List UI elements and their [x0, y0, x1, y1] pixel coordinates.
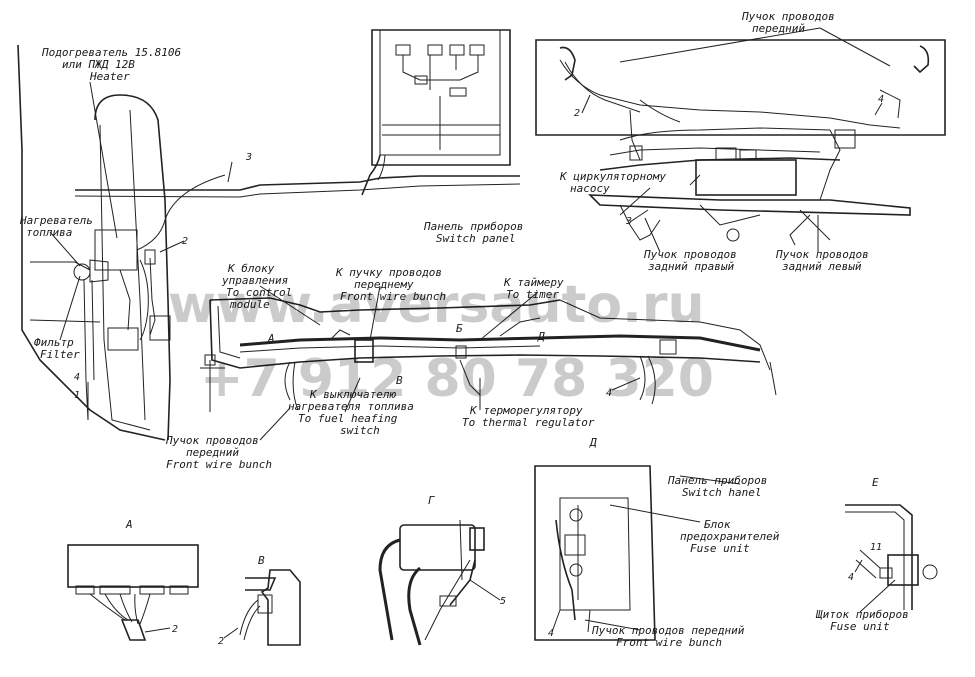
fuel-heater-label-ru-2: топлива [26, 226, 72, 239]
front-bunch-bottom-en: Front wire bunch [166, 458, 272, 471]
chassis-frame-view [535, 39, 946, 246]
view-letter-a-arrow: А [267, 332, 275, 345]
callout-3-right: 3 [625, 216, 632, 227]
callout-2-left: 2 [182, 236, 188, 247]
watermark-url: www.aversauto.ru [168, 275, 705, 335]
switch-panel-label-ru: Панель приборов [423, 220, 523, 233]
switch-panel-view [361, 29, 511, 196]
view-e [845, 504, 938, 610]
view-letter-e: Е [872, 476, 879, 489]
view-letter-d-arrow: Д [537, 330, 545, 343]
fuel-switch-label-ru-2: нагревателя топлива [288, 400, 414, 413]
leader-lines [49, 27, 896, 639]
front-bunch-d-label-ru: Пучок проводов передний [591, 624, 745, 637]
callout-4-mid: 4 [606, 388, 612, 399]
view-letter-v: В [258, 554, 265, 567]
callout-2-view-a: 2 [172, 624, 178, 635]
view-g [378, 519, 485, 646]
front-bunch-top-ru-1: Пучок проводов [741, 10, 835, 23]
callout-5-view-g: 5 [500, 596, 506, 607]
callout-1-left: 1 [74, 390, 80, 401]
harness-run-view [200, 297, 777, 412]
view-v [239, 569, 301, 646]
view-letter-g: Г [428, 494, 435, 507]
front-wire-to-label-en: Front wire bunch [340, 290, 446, 303]
view-a [67, 544, 199, 641]
fuse-unit-label-ru-1: Блок [704, 518, 731, 531]
callout-4-left: 4 [74, 372, 80, 383]
callout-3-top: 3 [245, 152, 252, 163]
view-letters: А А В В Г Д Д Е Б [125, 322, 879, 567]
heater-label-ru-2: или ПЖД 12В [62, 58, 135, 71]
control-module-label-en-2: module [229, 298, 270, 311]
filter-label-ru: Фильтр [34, 336, 74, 349]
switch-panel-label-en: Switch panel [436, 232, 515, 245]
watermark: www.aversauto.ru +7 912 80 78 320 [168, 275, 714, 409]
view-d [534, 465, 656, 641]
cab-side-view [17, 44, 521, 441]
callout-4-view-d: 4 [548, 628, 554, 639]
circ-pump-label-ru-2: насосу [570, 182, 610, 195]
view-letter-d: Д [589, 436, 597, 449]
fuse-unit-label-ru-2: предохранителей [680, 530, 780, 543]
rear-right-label-ru-2: задний правый [648, 260, 734, 273]
thermo-label-en: To thermal regulator [462, 416, 595, 429]
fuel-switch-label-ru-1: К выключателю [309, 388, 396, 401]
fuel-heater-label-ru-1: Нагреватель [19, 214, 93, 227]
view-letter-a: А [125, 518, 133, 531]
switch-hanel-label-en: Switch hanel [682, 486, 761, 499]
fuel-switch-label-en-1: To fuel heafing [298, 412, 398, 425]
rear-left-label-ru-1: Пучок проводов [775, 248, 869, 261]
timer-label-en: To timer [506, 288, 559, 301]
front-bunch-top-ru-2: передний [752, 22, 805, 35]
control-module-label-en-1: To control [226, 286, 292, 299]
rear-right-label-ru-1: Пучок проводов [643, 248, 737, 261]
rear-left-label-ru-2: задний левый [782, 260, 862, 273]
control-module-label-ru-2: управления [221, 274, 288, 287]
front-bunch-bottom-ru-2: передний [186, 446, 239, 459]
front-bunch-bottom-ru-1: Пучок проводов [165, 434, 259, 447]
instrument-label-ru: Щиток приборов [815, 608, 909, 621]
labels: Подогреватель 15.8106 или ПЖД 12В Heater… [19, 10, 909, 649]
heater-label-en: Heater [89, 70, 130, 83]
front-wire-to-label-ru-1: К пучку проводов [335, 266, 442, 279]
thermo-label-ru: К терморегулятору [469, 404, 583, 417]
callout-4-view-e: 4 [848, 572, 854, 583]
view-letter-v-arrow: В [396, 374, 403, 387]
callout-4-right: 4 [878, 94, 884, 105]
fuse-unit-label-en: Fuse unit [690, 542, 750, 555]
heater-label-ru-1: Подогреватель 15.8106 [41, 46, 181, 59]
view-letter-b-arrow: Б [456, 322, 463, 335]
fuel-switch-label-en-2: switch [340, 424, 380, 437]
timer-label-ru: К таймеру [503, 276, 564, 289]
front-wire-to-label-ru-2: переднему [354, 278, 414, 291]
watermark-phone: +7 912 80 78 320 [200, 349, 714, 409]
control-module-label-ru-1: К блоку [227, 262, 275, 275]
filter-label-en: Filter [40, 348, 80, 361]
callout-11-view-e: 11 [870, 542, 882, 553]
front-bunch-d-label-en: Front wire bunch [616, 636, 722, 649]
switch-hanel-label-ru: Панель приборов [667, 474, 767, 487]
circ-pump-label-ru-1: К циркуляторному [559, 170, 666, 183]
instrument-label-en: Fuse unit [830, 620, 890, 633]
callout-2-right: 2 [574, 108, 580, 119]
callouts: 3 2 4 1 2 4 3 4 2 2 5 4 11 4 [74, 94, 884, 647]
callout-2-view-v: 2 [218, 636, 224, 647]
